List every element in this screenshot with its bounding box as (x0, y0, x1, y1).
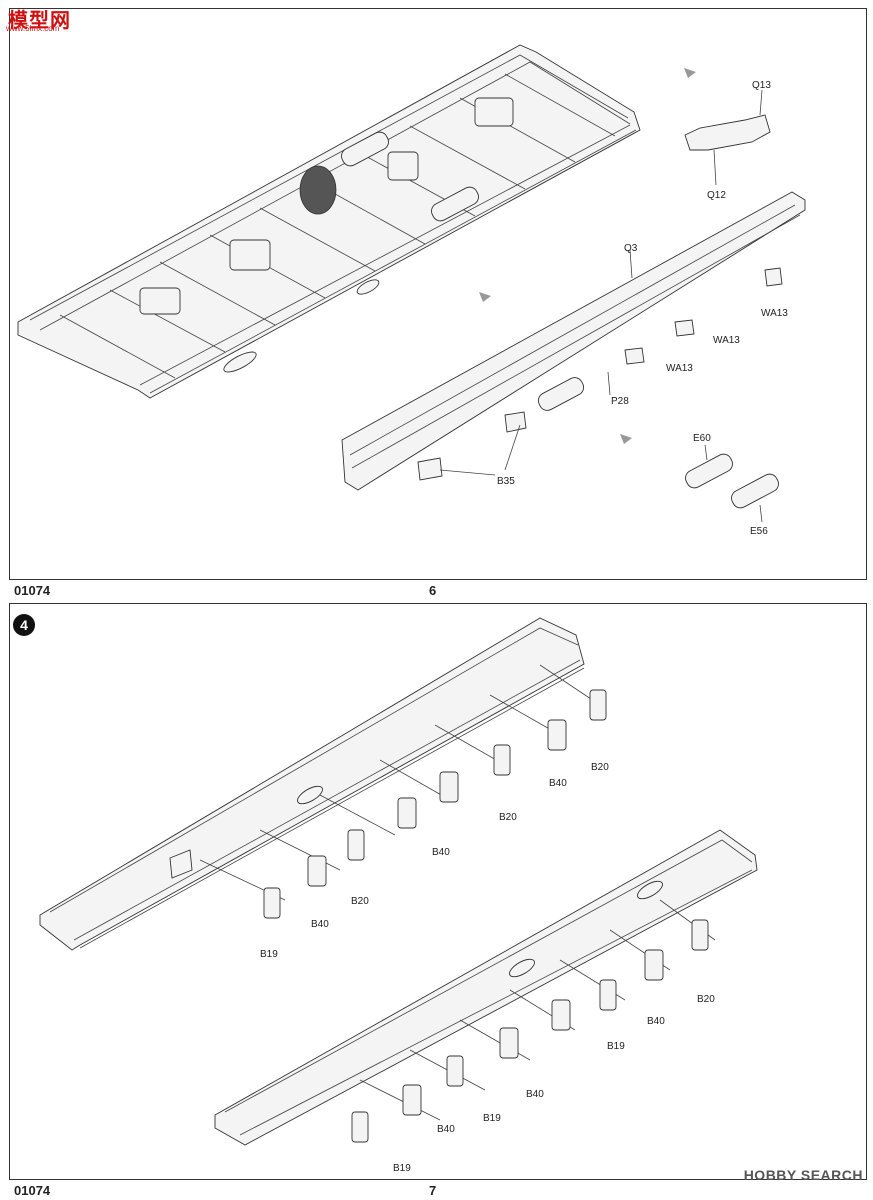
hobby-search-watermark: HOBBY SEARCH (743, 1167, 863, 1183)
part-q12-q13 (684, 89, 771, 186)
side-rail-right (341, 191, 806, 491)
label-p28: P28 (611, 396, 629, 407)
direction-arrow (620, 434, 632, 444)
label-e56: E56 (750, 526, 768, 537)
top-assembly-drawing: Q13 Q12 Q3 WA13 WA13 WA13 P28 B35 E60 E5… (17, 44, 806, 537)
footer-product-code: 01074 (14, 583, 51, 598)
label-wa13: WA13 (666, 363, 693, 374)
part-e60-e56 (685, 444, 779, 523)
label-q12: Q12 (707, 190, 726, 201)
footer-page-number: 7 (429, 1183, 437, 1198)
label-wa13: WA13 (761, 308, 788, 319)
label-e60: E60 (693, 433, 711, 444)
label-b35: B35 (497, 476, 515, 487)
footer-page-number: 6 (429, 583, 437, 598)
label-q13: Q13 (752, 80, 771, 91)
watermark-text: 模型网 (8, 8, 71, 32)
site-watermark-logo: 模型网 www.5imx.com (4, 4, 72, 34)
instruction-panel-bottom (9, 603, 867, 1180)
direction-arrow (479, 292, 491, 302)
footer-product-code: 01074 (14, 1183, 51, 1198)
step-number-badge: 4 (13, 614, 35, 636)
label-wa13: WA13 (713, 335, 740, 346)
label-q3: Q3 (624, 243, 638, 254)
watermark-url: www.5imx.com (6, 24, 60, 33)
chassis-frame-top (17, 44, 641, 399)
direction-arrow (684, 68, 696, 78)
